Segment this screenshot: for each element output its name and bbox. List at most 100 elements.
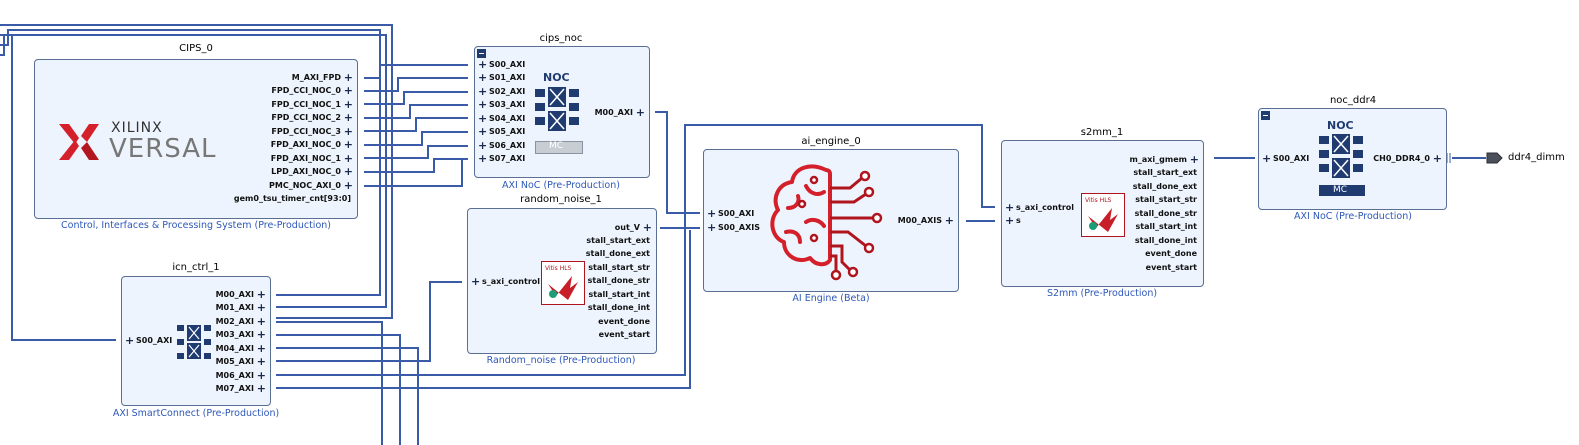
expand-icon[interactable]: + <box>343 71 353 84</box>
expand-icon[interactable]: + <box>343 98 353 111</box>
s2mm-port-stall-start-ext[interactable]: stall_start_ext <box>1133 168 1197 177</box>
ai-engine-port-s00-axis[interactable]: S00_AXIS <box>718 223 760 232</box>
cips-noc-port-s04[interactable]: S04_AXI <box>489 114 526 123</box>
xilinx-versal-logo: XILINX VERSAL <box>55 118 255 168</box>
ddr4-dimm-label[interactable]: ddr4_dimm <box>1508 152 1565 163</box>
random-noise-port-stall-done-int[interactable]: stall_done_int <box>587 303 650 312</box>
noc-label: NOC <box>1327 119 1354 132</box>
cips-port-fpd-axi-noc-0[interactable]: FPD_AXI_NOC_0 <box>270 140 341 149</box>
cips-port-fpd-cci-noc-1[interactable]: FPD_CCI_NOC_1 <box>271 100 341 109</box>
noc-ddr4-block[interactable]: + S00_AXI NOC MC CH0_DDR4_0 + <box>1258 108 1447 210</box>
mc-label: MC <box>1333 185 1348 195</box>
expand-icon[interactable]: + <box>343 125 353 138</box>
expand-icon[interactable]: + <box>343 138 353 151</box>
vitis-hls-icon: Vitis HLS <box>541 261 585 305</box>
cips-title: CIPS_0 <box>179 43 213 54</box>
cips-noc-subtitle: AXI NoC (Pre-Production) <box>502 180 620 191</box>
cips-block[interactable]: XILINX VERSAL M_AXI_FPD FPD_CCI_NOC_0 FP… <box>34 59 358 219</box>
cips-port-m-axi-fpd[interactable]: M_AXI_FPD <box>291 73 341 82</box>
cips-noc-port-s06[interactable]: S06_AXI <box>489 141 526 150</box>
s2mm-subtitle: S2mm (Pre-Production) <box>1046 288 1158 299</box>
s2mm-port-s[interactable]: s <box>1016 216 1021 225</box>
cips-port-fpd-cci-noc-3[interactable]: FPD_CCI_NOC_3 <box>271 127 341 136</box>
wire-m01-loop <box>0 34 387 308</box>
random-noise-subtitle: Random_noise (Pre-Production) <box>486 355 636 366</box>
noc-icon: NOC MC <box>533 71 583 155</box>
cips-noc-port-s05[interactable]: S05_AXI <box>489 127 526 136</box>
random-noise-port-event-start[interactable]: event_start <box>598 330 650 339</box>
cips-noc-port-s02[interactable]: S02_AXI <box>489 87 526 96</box>
random-noise-port-stall-start-ext[interactable]: stall_start_ext <box>586 236 650 245</box>
random-noise-port-stall-done-str[interactable]: stall_done_str <box>587 276 650 285</box>
wire-m00-loop <box>0 29 381 296</box>
ai-engine-block[interactable]: + + S00_AXI S00_AXIS M00_AXIS + <box>703 149 959 292</box>
noc-label: NOC <box>543 71 570 84</box>
ai-engine-title: ai_engine_0 <box>801 136 861 147</box>
s2mm-port-m-axi-gmem[interactable]: m_axi_gmem <box>1129 155 1187 164</box>
cips-noc-title: cips_noc <box>539 33 583 44</box>
collapse-icon[interactable] <box>477 49 486 58</box>
ai-engine-subtitle: AI Engine (Beta) <box>792 293 870 304</box>
s2mm-port-event-done[interactable]: event_done <box>1145 249 1197 258</box>
cips-port-fpd-cci-noc-0[interactable]: FPD_CCI_NOC_0 <box>271 86 341 95</box>
cips-subtitle: Control, Interfaces & Processing System … <box>61 220 331 231</box>
icn-ctrl-title: icn_ctrl_1 <box>172 262 220 273</box>
logo-xilinx-text: XILINX <box>111 120 163 136</box>
s2mm-port-stall-done-str[interactable]: stall_done_str <box>1134 209 1197 218</box>
icn-ctrl-port-m02[interactable]: M02_AXI <box>215 317 254 326</box>
icn-ctrl-port-m04[interactable]: M04_AXI <box>215 344 254 353</box>
random-noise-block[interactable]: + s_axi_control Vitis HLS out_V stall_st… <box>467 208 657 354</box>
s2mm-port-stall-done-ext[interactable]: stall_done_ext <box>1132 182 1197 191</box>
icn-ctrl-port-m05[interactable]: M05_AXI <box>215 357 254 366</box>
cips-noc-port-s00[interactable]: S00_AXI <box>489 60 526 69</box>
icn-ctrl-port-s00[interactable]: S00_AXI <box>136 336 173 345</box>
expand-icon[interactable]: + <box>343 84 353 97</box>
mc-label: MC <box>549 141 564 151</box>
cips-noc-port-s07[interactable]: S07_AXI <box>489 154 526 163</box>
s2mm-block[interactable]: + + s_axi_control s Vitis HLS m_axi_gmem… <box>1001 140 1204 287</box>
icn-ctrl-port-m00[interactable]: M00_AXI <box>215 290 254 299</box>
cips-port-pmc-noc-axi-0[interactable]: PMC_NOC_AXI_0 <box>269 181 341 190</box>
random-noise-port-stall-start-str[interactable]: stall_start_str <box>588 263 650 272</box>
random-noise-port-stall-done-ext[interactable]: stall_done_ext <box>585 249 650 258</box>
s2mm-port-stall-done-int[interactable]: stall_done_int <box>1134 236 1197 245</box>
cips-port-fpd-axi-noc-1[interactable]: FPD_AXI_NOC_1 <box>270 154 341 163</box>
icn-ctrl-port-m01[interactable]: M01_AXI <box>215 303 254 312</box>
logo-versal-text: VERSAL <box>109 134 217 164</box>
noc-ddr4-port-ch0-ddr4-0[interactable]: CH0_DDR4_0 <box>1373 154 1430 163</box>
cips-noc-port-m00[interactable]: M00_AXI <box>594 108 633 117</box>
random-noise-port-s-axi-control[interactable]: s_axi_control <box>482 277 541 286</box>
random-noise-port-event-done[interactable]: event_done <box>598 317 650 326</box>
s2mm-port-stall-start-int[interactable]: stall_start_int <box>1135 222 1197 231</box>
s2mm-port-event-start[interactable]: event_start <box>1145 263 1197 272</box>
cips-noc-port-s03[interactable]: S03_AXI <box>489 100 526 109</box>
random-noise-port-out-v[interactable]: out_V <box>614 223 640 232</box>
cips-port-gem0-tsu-timer[interactable]: gem0_tsu_timer_cnt[93:0] <box>233 194 351 203</box>
noc-ddr4-port-s00[interactable]: S00_AXI <box>1273 154 1310 163</box>
cips-port-lpd-axi-noc-0[interactable]: LPD_AXI_NOC_0 <box>271 167 341 176</box>
expand-icon[interactable]: + <box>343 111 353 124</box>
cips-port-fpd-cci-noc-2[interactable]: FPD_CCI_NOC_2 <box>271 113 341 122</box>
noc-ddr4-subtitle: AXI NoC (Pre-Production) <box>1294 211 1412 222</box>
icn-ctrl-port-m03[interactable]: M03_AXI <box>215 330 254 339</box>
icn-ctrl-port-m06[interactable]: M06_AXI <box>215 371 254 380</box>
icn-ctrl-port-m07[interactable]: M07_AXI <box>215 384 254 393</box>
s2mm-port-s-axi-control[interactable]: s_axi_control <box>1016 203 1075 212</box>
random-noise-port-stall-start-int[interactable]: stall_start_int <box>588 290 650 299</box>
collapse-icon[interactable] <box>1261 111 1270 120</box>
expand-icon[interactable]: + <box>343 152 353 165</box>
xilinx-logo-icon <box>59 124 99 160</box>
s2mm-title: s2mm_1 <box>1080 127 1124 138</box>
random-noise-title: random_noise_1 <box>520 194 602 205</box>
cips-noc-block[interactable]: + + + + + + + + S00_AXI S01_AXI S02_AXI … <box>474 46 650 178</box>
expand-icon[interactable]: + <box>343 179 353 192</box>
ai-engine-port-m00-axis[interactable]: M00_AXIS <box>897 216 942 225</box>
icn-ctrl-block[interactable]: + S00_AXI M00_AXI M01_AXI M02_AXI M03_AX… <box>121 276 271 406</box>
s2mm-port-stall-start-str[interactable]: stall_start_str <box>1135 195 1197 204</box>
noc-ddr4-title: noc_ddr4 <box>1329 95 1377 106</box>
cips-noc-port-s01[interactable]: S01_AXI <box>489 73 526 82</box>
ai-engine-port-s00-axi[interactable]: S00_AXI <box>718 209 755 218</box>
expand-icon[interactable]: + <box>343 165 353 178</box>
smartconnect-icon <box>177 325 211 359</box>
